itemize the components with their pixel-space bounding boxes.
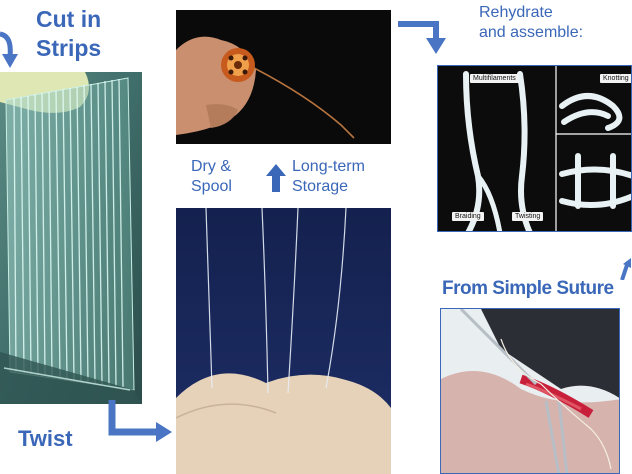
spool-image	[176, 10, 391, 144]
rehydrate-label-line1: Rehydrate	[479, 4, 553, 21]
twist-photo	[176, 208, 391, 474]
elbow-arrow-icon	[108, 400, 172, 442]
braiding-tag: Braiding	[452, 212, 484, 221]
spool-photo	[176, 10, 391, 144]
suture-image	[441, 309, 619, 473]
assemble-image	[438, 66, 631, 231]
curved-arrow-icon	[0, 31, 18, 68]
dry-label-line1: Dry &	[191, 158, 231, 175]
storage-label-line2: Storage	[292, 178, 349, 195]
twist-image	[176, 208, 391, 474]
assemble-panel: Multifilaments Knotting Braiding Twistin…	[437, 65, 632, 232]
bent-arrow-icon	[398, 21, 446, 54]
multifilaments-tag: Multifilaments	[470, 74, 519, 83]
storage-label-line1: Long-term	[292, 158, 365, 175]
up-arrow-icon	[266, 164, 286, 192]
long-term-storage-label: Long-term Storage	[292, 157, 365, 197]
rehydrate-label-line2: and assemble:	[479, 24, 584, 41]
suture-photo	[440, 308, 620, 474]
dry-label-line2: Spool	[191, 178, 232, 195]
twisting-tag: Twisting	[512, 212, 544, 221]
cut-label-line2: Strips	[36, 35, 102, 61]
dry-spool-label: Dry & Spool	[191, 157, 232, 197]
rehydrate-label: Rehydrate and assemble:	[479, 3, 583, 43]
from-simple-suture-label: From Simple Suture	[442, 278, 614, 299]
cut-label-line1: Cut in	[36, 6, 102, 32]
small-arrow-icon	[620, 258, 631, 280]
cut-strips-image	[0, 72, 142, 404]
cut-strips-photo	[0, 72, 142, 404]
cut-in-strips-label: Cut in Strips	[36, 5, 101, 63]
knotting-tag: Knotting	[600, 74, 631, 83]
twist-label: Twist	[18, 426, 73, 451]
